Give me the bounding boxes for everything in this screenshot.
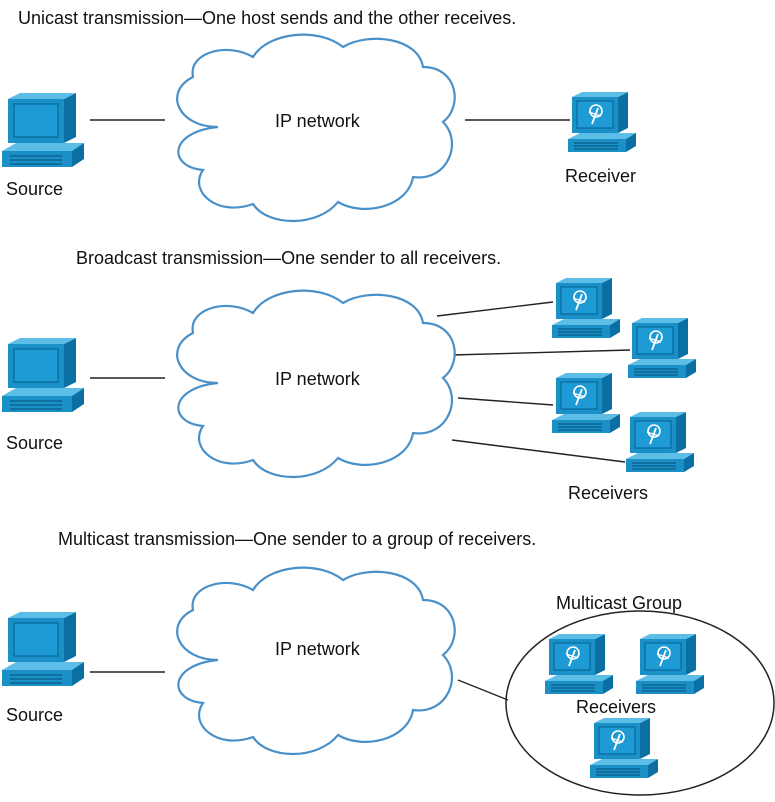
broadcast-title: Broadcast transmission—One sender to all…	[76, 248, 501, 268]
unicast-section: Unicast transmission—One host sends and …	[1, 8, 637, 223]
unicast-source-pc-icon	[1, 92, 85, 168]
unicast-source-label: Source	[6, 179, 63, 199]
unicast-receiver-label: Receiver	[565, 166, 636, 186]
multicast-receiver-pc-icon-2	[635, 633, 705, 695]
unicast-network-label: IP network	[275, 111, 361, 131]
multicast-cloud-icon	[176, 566, 456, 756]
broadcast-link-receiver-3	[457, 397, 554, 406]
broadcast-section: Broadcast transmission—One sender to all…	[1, 248, 697, 503]
broadcast-link-receiver-2	[451, 349, 631, 356]
unicast-title: Unicast transmission—One host sends and …	[18, 8, 516, 28]
multicast-network-label: IP network	[275, 639, 361, 659]
multicast-receiver-pc-icon-1	[544, 633, 614, 695]
multicast-group-ellipse	[505, 610, 775, 796]
broadcast-receiver-pc-icon-3	[551, 372, 621, 434]
broadcast-receivers-label: Receivers	[568, 483, 648, 503]
broadcast-source-label: Source	[6, 433, 63, 453]
multicast-section: Multicast transmission—One sender to a g…	[1, 529, 775, 796]
multicast-title: Multicast transmission—One sender to a g…	[58, 529, 536, 549]
multicast-group-label: Multicast Group	[556, 593, 682, 613]
multicast-source-pc-icon	[1, 611, 85, 687]
multicast-receivers-label: Receivers	[576, 697, 656, 717]
broadcast-receiver-pc-icon-2	[627, 317, 697, 379]
broadcast-network-label: IP network	[275, 369, 361, 389]
broadcast-receiver-pc-icon-4	[625, 411, 695, 473]
broadcast-link-receiver-4	[451, 439, 626, 463]
broadcast-source-pc-icon	[1, 337, 85, 413]
broadcast-link-receiver-1	[436, 301, 554, 317]
unicast-receiver-pc-icon	[567, 91, 637, 153]
multicast-source-label: Source	[6, 705, 63, 725]
broadcast-receiver-pc-icon-1	[551, 277, 621, 339]
multicast-link-group	[457, 679, 509, 701]
multicast-receiver-pc-icon-3	[589, 717, 659, 779]
